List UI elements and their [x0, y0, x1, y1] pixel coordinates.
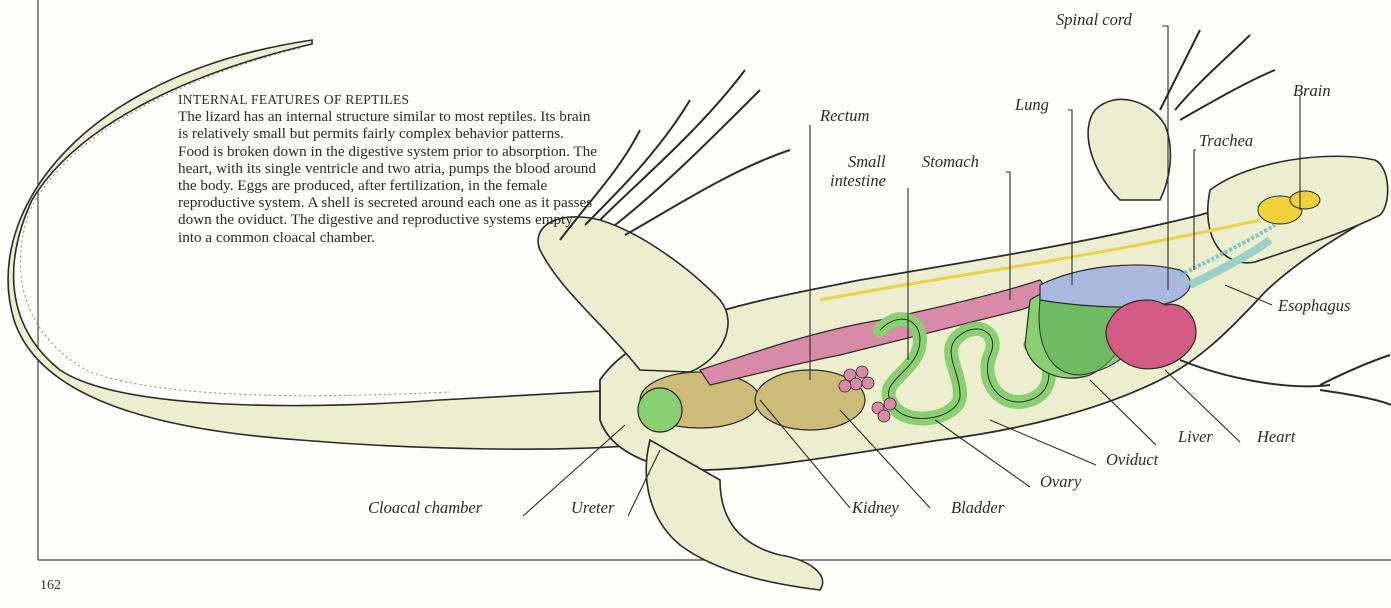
- label-spinal-cord: Spinal cord: [1056, 11, 1132, 29]
- caption-body: The lizard has an internal structure sim…: [178, 108, 598, 246]
- label-heart: Heart: [1257, 428, 1296, 446]
- caption-title: INTERNAL FEATURES OF REPTILES: [178, 91, 598, 108]
- front-upper-hand: [1160, 30, 1275, 120]
- label-oviduct: Oviduct: [1106, 451, 1158, 469]
- label-lung: Lung: [1015, 96, 1049, 114]
- label-trachea: Trachea: [1199, 132, 1253, 150]
- page-number: 162: [40, 578, 61, 594]
- label-cloacal-chamber: Cloacal chamber: [368, 499, 482, 517]
- label-small: Small: [848, 153, 886, 171]
- label-stomach: Stomach: [922, 153, 979, 171]
- label-kidney: Kidney: [852, 499, 899, 517]
- front-upper-arm: [1088, 99, 1170, 200]
- label-brain: Brain: [1293, 82, 1331, 100]
- caption-block: INTERNAL FEATURES OF REPTILES The lizard…: [178, 91, 598, 246]
- label-ovary: Ovary: [1040, 473, 1081, 491]
- cloacal-chamber-organ: [638, 388, 682, 432]
- label-esophagus: Esophagus: [1278, 297, 1350, 315]
- label-rectum: Rectum: [820, 107, 869, 125]
- label-liver: Liver: [1178, 428, 1213, 446]
- label-bladder: Bladder: [951, 499, 1004, 517]
- brain-organ-front: [1290, 191, 1320, 209]
- front-lower-arm: [1180, 355, 1391, 405]
- label-intestine: intestine: [830, 172, 886, 190]
- label-ureter: Ureter: [571, 499, 614, 517]
